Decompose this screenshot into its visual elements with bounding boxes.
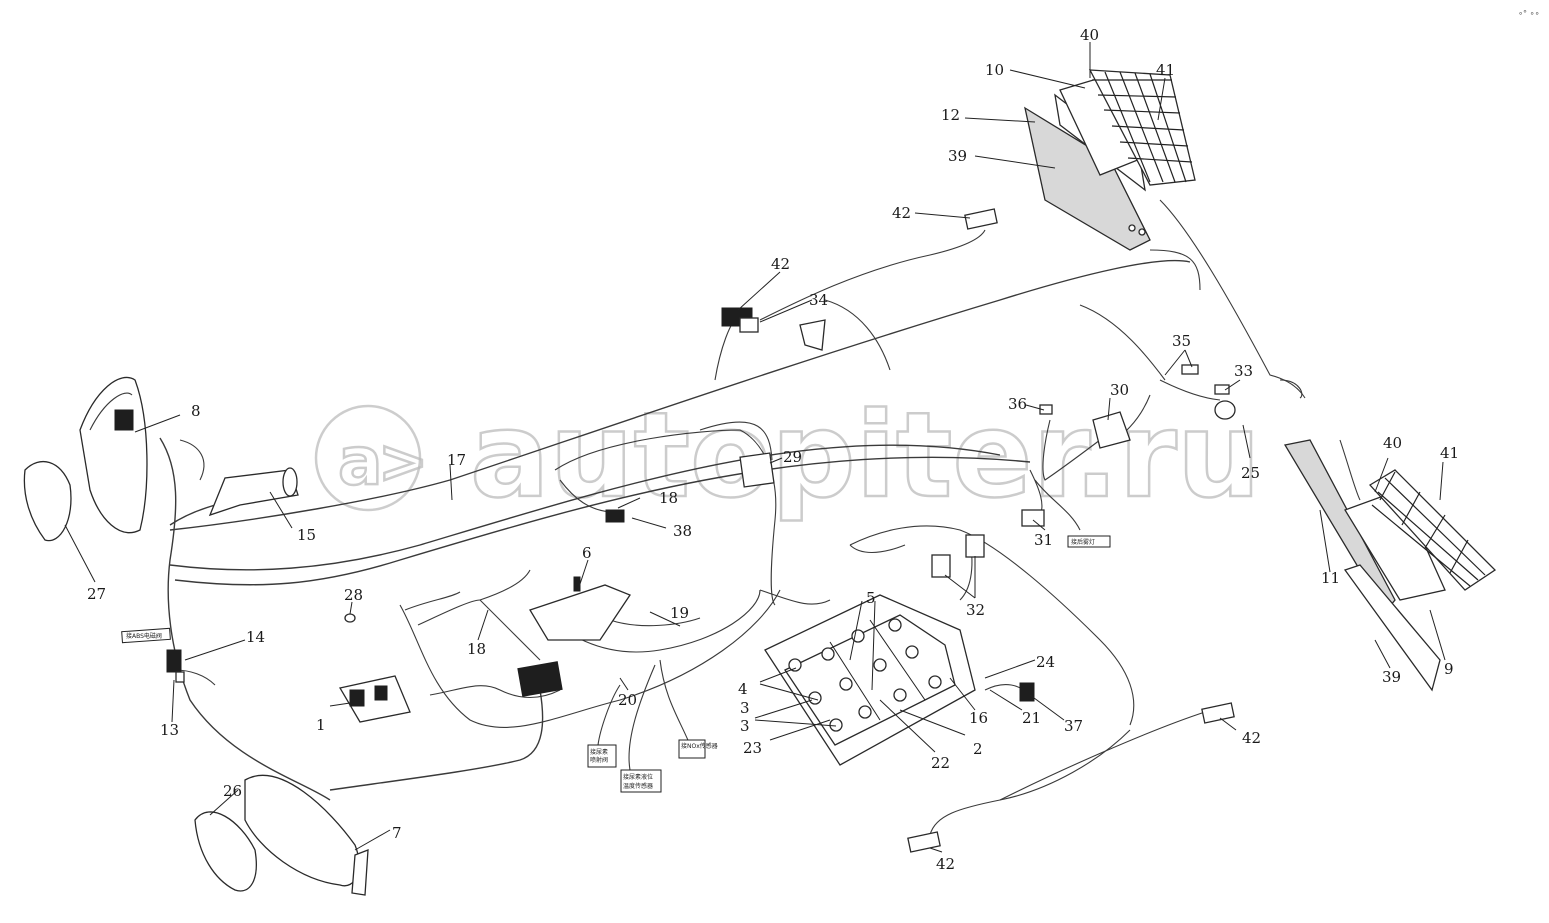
battery-box [764,594,976,766]
connector-35 [1181,364,1199,375]
headlamp-left-lower [194,774,369,896]
relay-29 [739,452,775,488]
callout-11: 11 [1321,569,1340,587]
callout-41: 41 [1440,444,1459,462]
callout-33: 33 [1234,362,1253,380]
callout-41: 41 [1156,61,1175,79]
plug-28 [344,613,356,623]
connector-37 [1019,682,1035,702]
callout-3: 3 [740,699,750,717]
svg-text:接尿素液位: 接尿素液位 [623,773,653,781]
callout-18: 18 [467,640,486,658]
svg-text:接尿素: 接尿素 [590,748,608,756]
callout-42: 42 [771,255,790,273]
callout-35: 35 [1172,332,1191,350]
relay-32a [931,554,951,578]
bracket-6 [529,576,631,641]
callout-12: 12 [941,106,960,124]
callout-31: 31 [1034,531,1053,549]
rear-lamp-assembly-right [1283,439,1497,692]
connector-cluster-34 [721,307,826,351]
callout-42: 42 [1242,729,1261,747]
callout-13: 13 [160,721,179,739]
air-horn-15 [208,467,299,517]
callout-20: 20 [618,691,637,709]
marker-lamp-top [964,208,998,230]
ecu-20 [517,661,563,697]
callout-27: 27 [87,585,106,603]
svg-text:接NOx传感器: 接NOx传感器 [681,742,718,750]
sensor-38 [605,509,625,523]
connector-14 [166,649,185,683]
headlamp-left-upper [23,376,148,542]
callout-38: 38 [673,522,692,540]
harness-wires [159,199,1361,836]
callout-8: 8 [191,402,201,420]
sensor-25 [1214,400,1236,420]
tag-abs-valve: 接ABS电磁阀 [121,627,171,644]
callout-23: 23 [743,739,762,757]
svg-text:a: a [338,423,383,500]
box-30 [1092,411,1131,449]
svg-text:接后雾灯: 接后雾灯 [1071,538,1095,546]
callout-42: 42 [892,204,911,222]
callout-5: 5 [866,589,876,607]
corner-mark: ∘° ∘∘ [1518,9,1540,18]
callout-labels: 1 2 3 3 4 5 6 7 8 9 10 11 12 13 14 15 16… [87,26,1459,873]
connector-36 [1039,404,1053,415]
watermark-text: autopiter.ru [470,386,1261,524]
callout-14: 14 [246,628,265,646]
callout-9: 9 [1444,660,1454,678]
svg-text:喷射阀: 喷射阀 [590,756,608,764]
callout-10: 10 [985,61,1004,79]
callout-28: 28 [344,586,363,604]
tag-nox-sensor: 接NOx传感器 [678,739,718,759]
callout-39: 39 [948,147,967,165]
tag-urea-level: 接尿素液位 温度传感器 [620,769,662,793]
callout-2: 2 [973,740,983,758]
connector-33 [1214,384,1230,395]
callout-7: 7 [392,824,402,842]
callout-32: 32 [966,601,985,619]
relay-32b [965,534,985,558]
callout-26: 26 [223,782,242,800]
tag-rear-fog: 接后雾灯 [1067,535,1111,548]
callout-6: 6 [582,544,592,562]
svg-text:>: > [378,427,428,497]
callout-18: 18 [659,489,678,507]
callout-30: 30 [1110,381,1129,399]
tag-urea-injector: 接尿素 喷射阀 [587,744,617,768]
callout-21: 21 [1022,709,1041,727]
callout-19: 19 [670,604,689,622]
callout-36: 36 [1008,395,1027,413]
rear-lamp-assembly-top [1024,69,1196,251]
callout-1: 1 [316,716,326,734]
callout-3: 3 [740,717,750,735]
lamp-grille-right [1371,471,1486,587]
svg-text:温度传感器: 温度传感器 [623,782,653,790]
callout-37: 37 [1064,717,1083,735]
callout-40: 40 [1383,434,1402,452]
callout-40: 40 [1080,26,1099,44]
callout-15: 15 [297,526,316,544]
callout-4: 4 [738,680,748,698]
connector-31 [1021,509,1045,527]
callout-29: 29 [783,448,802,466]
leader-lines [64,42,1446,853]
callout-42: 42 [936,855,955,873]
callout-22: 22 [931,754,950,772]
marker-lamp-right [1201,702,1235,724]
lamp-grille-top [1092,71,1193,183]
marker-lamp-bottom [907,831,941,853]
callout-24: 24 [1036,653,1055,671]
callout-34: 34 [809,291,828,309]
svg-text:接ABS电磁阀: 接ABS电磁阀 [126,632,162,640]
module-1 [338,675,411,723]
callout-17: 17 [447,451,466,469]
callout-39: 39 [1382,668,1401,686]
callout-16: 16 [969,709,988,727]
callout-25: 25 [1241,464,1260,482]
watermark: a > autopiter.ru [314,385,1262,525]
